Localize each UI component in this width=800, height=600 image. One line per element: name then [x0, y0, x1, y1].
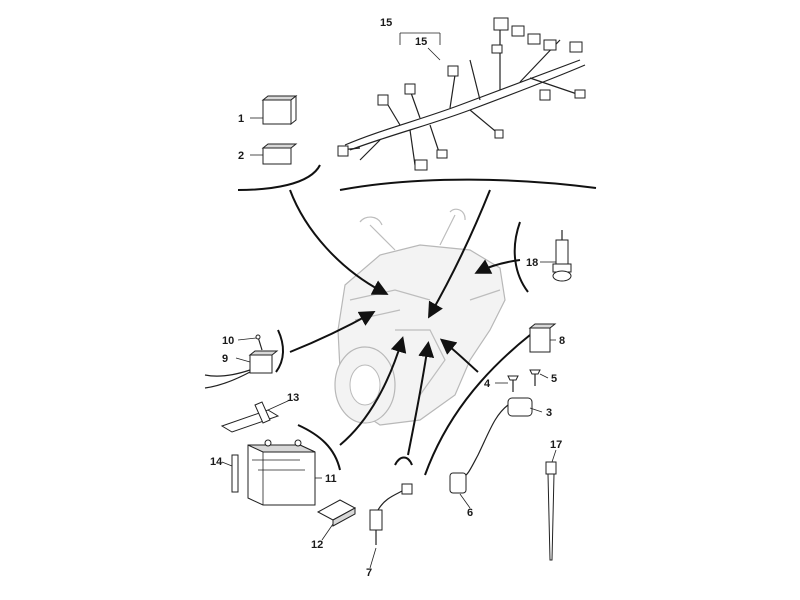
label-11: 11 [325, 473, 337, 485]
label-1: 1 [238, 113, 244, 125]
label-12: 12 [311, 539, 323, 551]
label-6: 6 [467, 507, 473, 519]
wiring-harness [337, 17, 586, 171]
regulator-9 [204, 350, 279, 389]
label-18: 18 [526, 257, 538, 269]
label-15-top: 15 [380, 17, 392, 29]
label-17: 17 [550, 439, 562, 451]
label-14: 14 [210, 456, 223, 468]
rod-14 [231, 454, 239, 493]
label-2: 2 [238, 150, 244, 162]
label-5: 5 [551, 373, 557, 385]
sensor-18 [552, 230, 572, 282]
cable-strap [545, 461, 557, 561]
screw-4 [507, 375, 519, 392]
pointer-arrows [289, 189, 521, 456]
relay-8 [528, 323, 557, 353]
callout-numbers: 1 2 3 4 5 6 7 8 9 10 11 12 13 14 15 15 1… [210, 17, 565, 579]
fuse-box-12 [316, 499, 357, 527]
label-13: 13 [287, 392, 299, 404]
battery-11 [247, 439, 316, 506]
bracket-13 [220, 401, 280, 433]
screw-5 [529, 369, 541, 386]
relay-1 [261, 94, 298, 126]
sensor-7 [369, 483, 413, 545]
label-4: 4 [484, 378, 491, 390]
label-15-inner: 15 [415, 36, 427, 48]
relay-2 [261, 143, 298, 165]
ignition-coil [449, 397, 533, 494]
label-8: 8 [559, 335, 565, 347]
label-3: 3 [546, 407, 552, 419]
screw-10 [255, 334, 263, 351]
label-7: 7 [366, 567, 372, 579]
leader-lines [221, 47, 557, 569]
label-10: 10 [222, 335, 234, 347]
label-9: 9 [222, 353, 228, 365]
